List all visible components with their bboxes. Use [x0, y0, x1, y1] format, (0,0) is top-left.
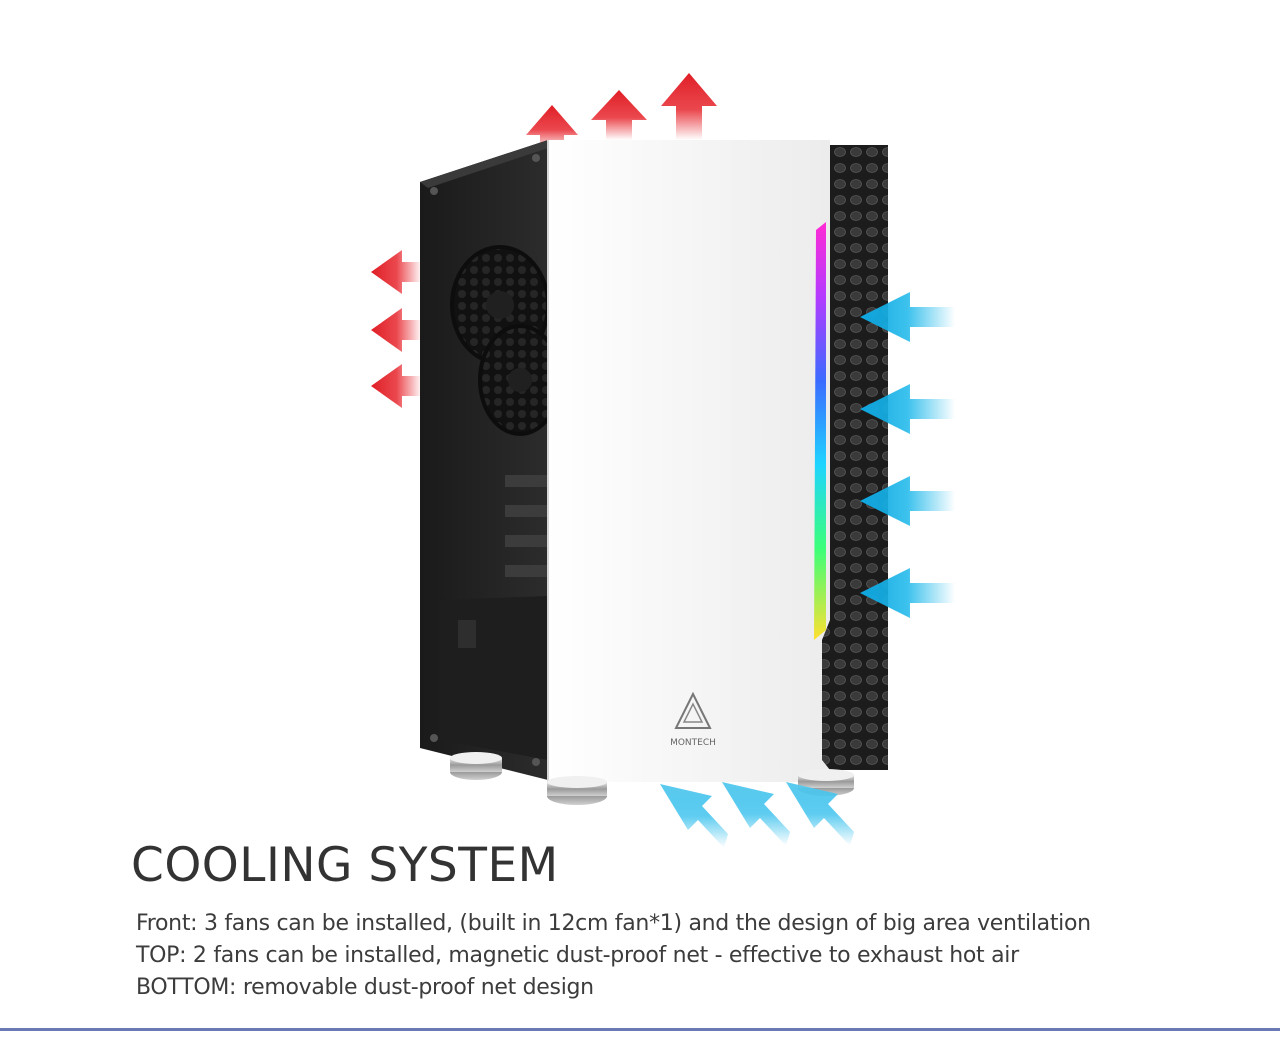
blue-intake-arrow-icon [786, 782, 854, 846]
front-intake-arrows [860, 292, 955, 618]
pc-case: MONTECH [420, 140, 888, 805]
rgb-light-strip [814, 222, 826, 640]
blue-intake-arrow-icon [660, 784, 728, 848]
montech-triangle-logo: MONTECH [670, 691, 716, 748]
red-exhaust-arrow-icon [591, 90, 647, 140]
blue-intake-arrow-icon [722, 782, 790, 846]
section-heading: COOLING SYSTEM [131, 838, 559, 893]
feature-top: TOP: 2 fans can be installed, magnetic d… [136, 943, 1019, 968]
blue-intake-arrow-icon [860, 292, 955, 342]
feature-bottom: BOTTOM: removable dust-proof net design [136, 975, 594, 1000]
red-exhaust-arrow-icon [371, 364, 422, 408]
blue-intake-arrow-icon [860, 568, 955, 618]
front-mesh-vent [822, 145, 888, 770]
top-exhaust-arrows [526, 73, 717, 150]
bottom-divider [0, 1028, 1280, 1031]
front-panel [548, 140, 830, 782]
brand-logo-text: MONTECH [670, 738, 716, 748]
red-exhaust-arrow-icon [661, 73, 717, 140]
red-exhaust-arrow-icon [371, 250, 422, 294]
blue-intake-arrow-icon [860, 476, 955, 526]
rear-exhaust-arrows [371, 250, 422, 408]
feature-list: Front: 3 fans can be installed, (built i… [136, 908, 1091, 1004]
pc-case-illustration: MONTECH [371, 73, 955, 848]
blue-intake-arrow-icon [860, 384, 955, 434]
feature-front: Front: 3 fans can be installed, (built i… [136, 911, 1091, 936]
bottom-intake-arrows [660, 782, 854, 848]
red-exhaust-arrow-icon [371, 308, 422, 352]
red-exhaust-arrow-icon [526, 105, 578, 150]
